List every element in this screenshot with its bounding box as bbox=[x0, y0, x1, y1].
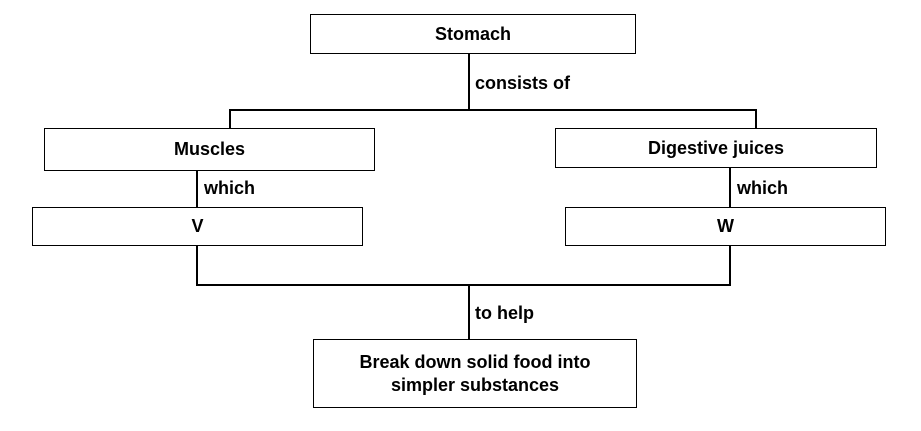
digestive-juices-box: Digestive juices bbox=[555, 128, 877, 168]
v-label: V bbox=[191, 216, 204, 237]
result-box: Break down solid food into simpler subst… bbox=[313, 339, 637, 408]
edge-label-which-left: which bbox=[204, 178, 256, 198]
connector-v-down bbox=[196, 245, 198, 285]
digestive-juices-label: Digestive juices bbox=[647, 137, 785, 158]
edge-label-consists-of: consists of bbox=[475, 73, 571, 93]
connector-juices-to-w bbox=[729, 167, 731, 207]
connector-branch-bottom bbox=[196, 284, 731, 286]
stomach-label: Stomach bbox=[434, 23, 512, 44]
result-label-line1: Break down solid food into bbox=[359, 352, 591, 372]
connector-stomach-down bbox=[468, 53, 470, 109]
w-box: W bbox=[565, 207, 886, 246]
v-box: V bbox=[32, 207, 363, 246]
connector-muscles-to-v bbox=[196, 170, 198, 207]
result-label-line2: simpler substances bbox=[390, 374, 560, 395]
muscles-label: Muscles bbox=[173, 139, 246, 160]
muscles-box: Muscles bbox=[44, 128, 375, 171]
edge-label-to-help: to help bbox=[475, 303, 534, 323]
stomach-box: Stomach bbox=[310, 14, 636, 54]
connector-to-digestive-juices bbox=[755, 109, 757, 128]
connector-to-result bbox=[468, 284, 470, 339]
connector-to-muscles bbox=[229, 109, 231, 128]
edge-label-which-right: which bbox=[737, 178, 789, 198]
connector-w-down bbox=[729, 245, 731, 285]
w-label: W bbox=[717, 216, 734, 237]
connector-branch-top bbox=[229, 109, 756, 111]
